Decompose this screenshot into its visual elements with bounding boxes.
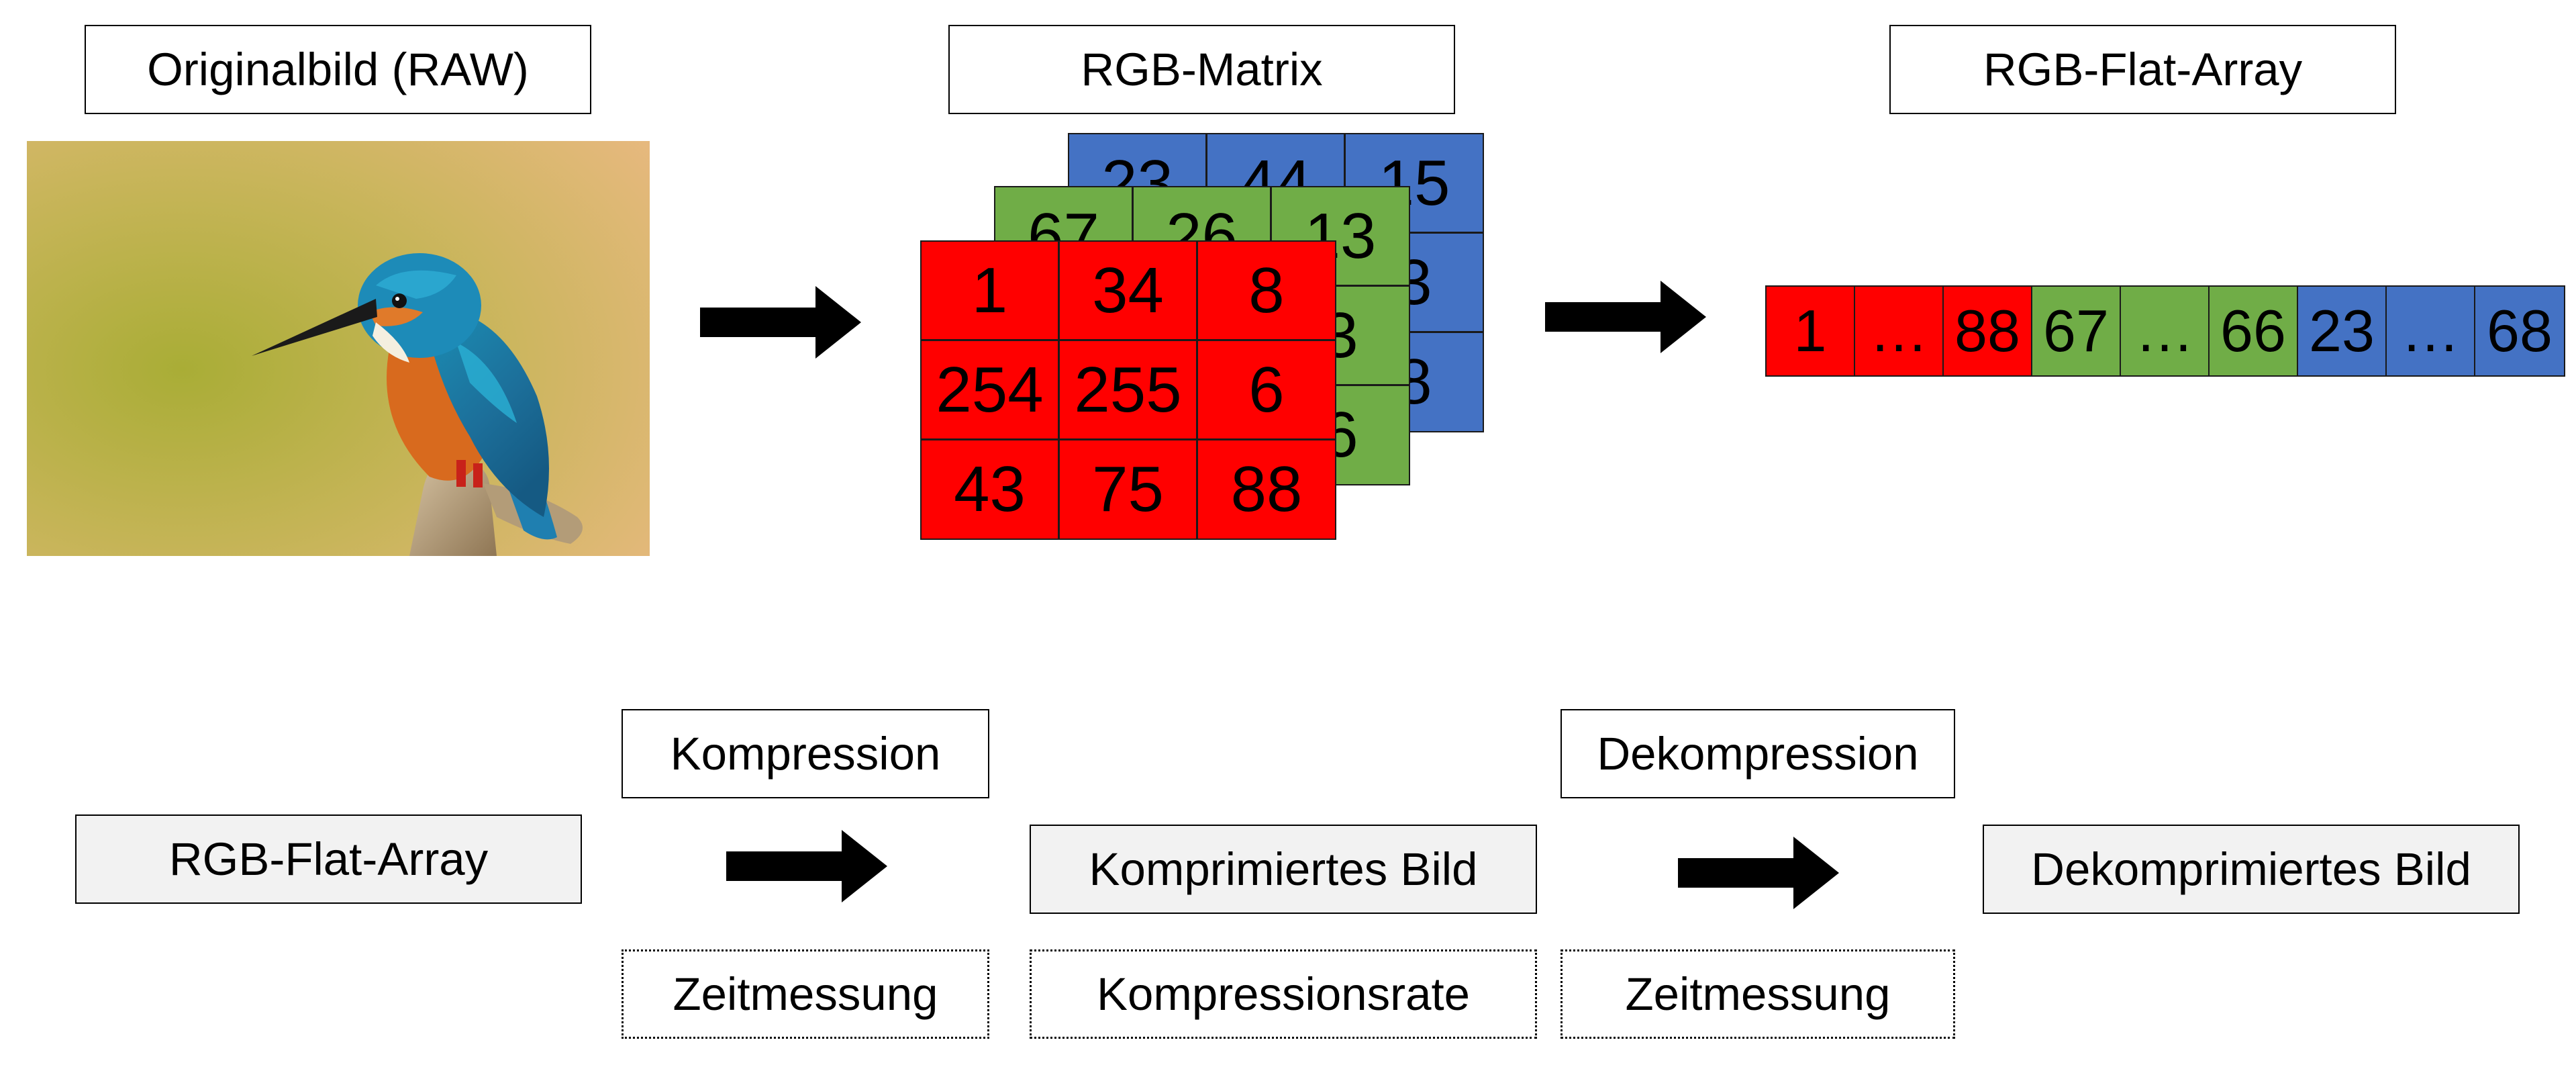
- kingfisher-photo: [27, 141, 650, 556]
- arrow-right-icon: [700, 286, 861, 359]
- pipeline-input-box: RGB-Flat-Array: [75, 814, 582, 904]
- compression-step-label: Kompression: [622, 709, 989, 798]
- matrix-cell: 1: [920, 240, 1059, 340]
- flat-array-cell: 88: [1942, 285, 2032, 377]
- matrix-cell: 254: [920, 340, 1059, 440]
- compression-rate-measure: Kompressionsrate: [1030, 949, 1537, 1039]
- flat-array-cell: 67: [2031, 285, 2121, 377]
- flat-array-cell: 66: [2208, 285, 2298, 377]
- arrow-right-icon: [1678, 837, 1839, 909]
- flat-array-cell: …: [1854, 285, 1944, 377]
- matrix-cell: 255: [1058, 340, 1197, 440]
- matrix-red-layer: 1 34 8 254 255 6 43 75 88: [920, 240, 1336, 540]
- flat-array-cell: 1: [1765, 285, 1855, 377]
- matrix-cell: 43: [920, 439, 1059, 540]
- flat-array: 1 … 88 67 … 66 23 … 68: [1765, 285, 2565, 377]
- flat-array-cell: …: [2385, 285, 2475, 377]
- matrix-cell: 75: [1058, 439, 1197, 540]
- arrow-right-icon: [1545, 281, 1706, 353]
- decompression-step-label: Dekompression: [1561, 709, 1955, 798]
- arrow-right-icon: [726, 830, 887, 902]
- matrix-cell: 8: [1197, 240, 1336, 340]
- matrix-cell: 88: [1197, 439, 1336, 540]
- decompressed-image-box: Dekomprimiertes Bild: [1983, 825, 2520, 914]
- decompression-time-measure: Zeitmessung: [1561, 949, 1955, 1039]
- label-rgb-matrix: RGB-Matrix: [948, 25, 1455, 114]
- flat-array-cell: 68: [2474, 285, 2565, 377]
- flat-array-cell: …: [2120, 285, 2210, 377]
- label-rgb-flat-array: RGB-Flat-Array: [1889, 25, 2396, 114]
- label-original-image: Originalbild (RAW): [85, 25, 591, 114]
- matrix-cell: 6: [1197, 340, 1336, 440]
- flat-array-cell: 23: [2297, 285, 2387, 377]
- matrix-cell: 34: [1058, 240, 1197, 340]
- compression-time-measure: Zeitmessung: [622, 949, 989, 1039]
- compressed-image-box: Komprimiertes Bild: [1030, 825, 1537, 914]
